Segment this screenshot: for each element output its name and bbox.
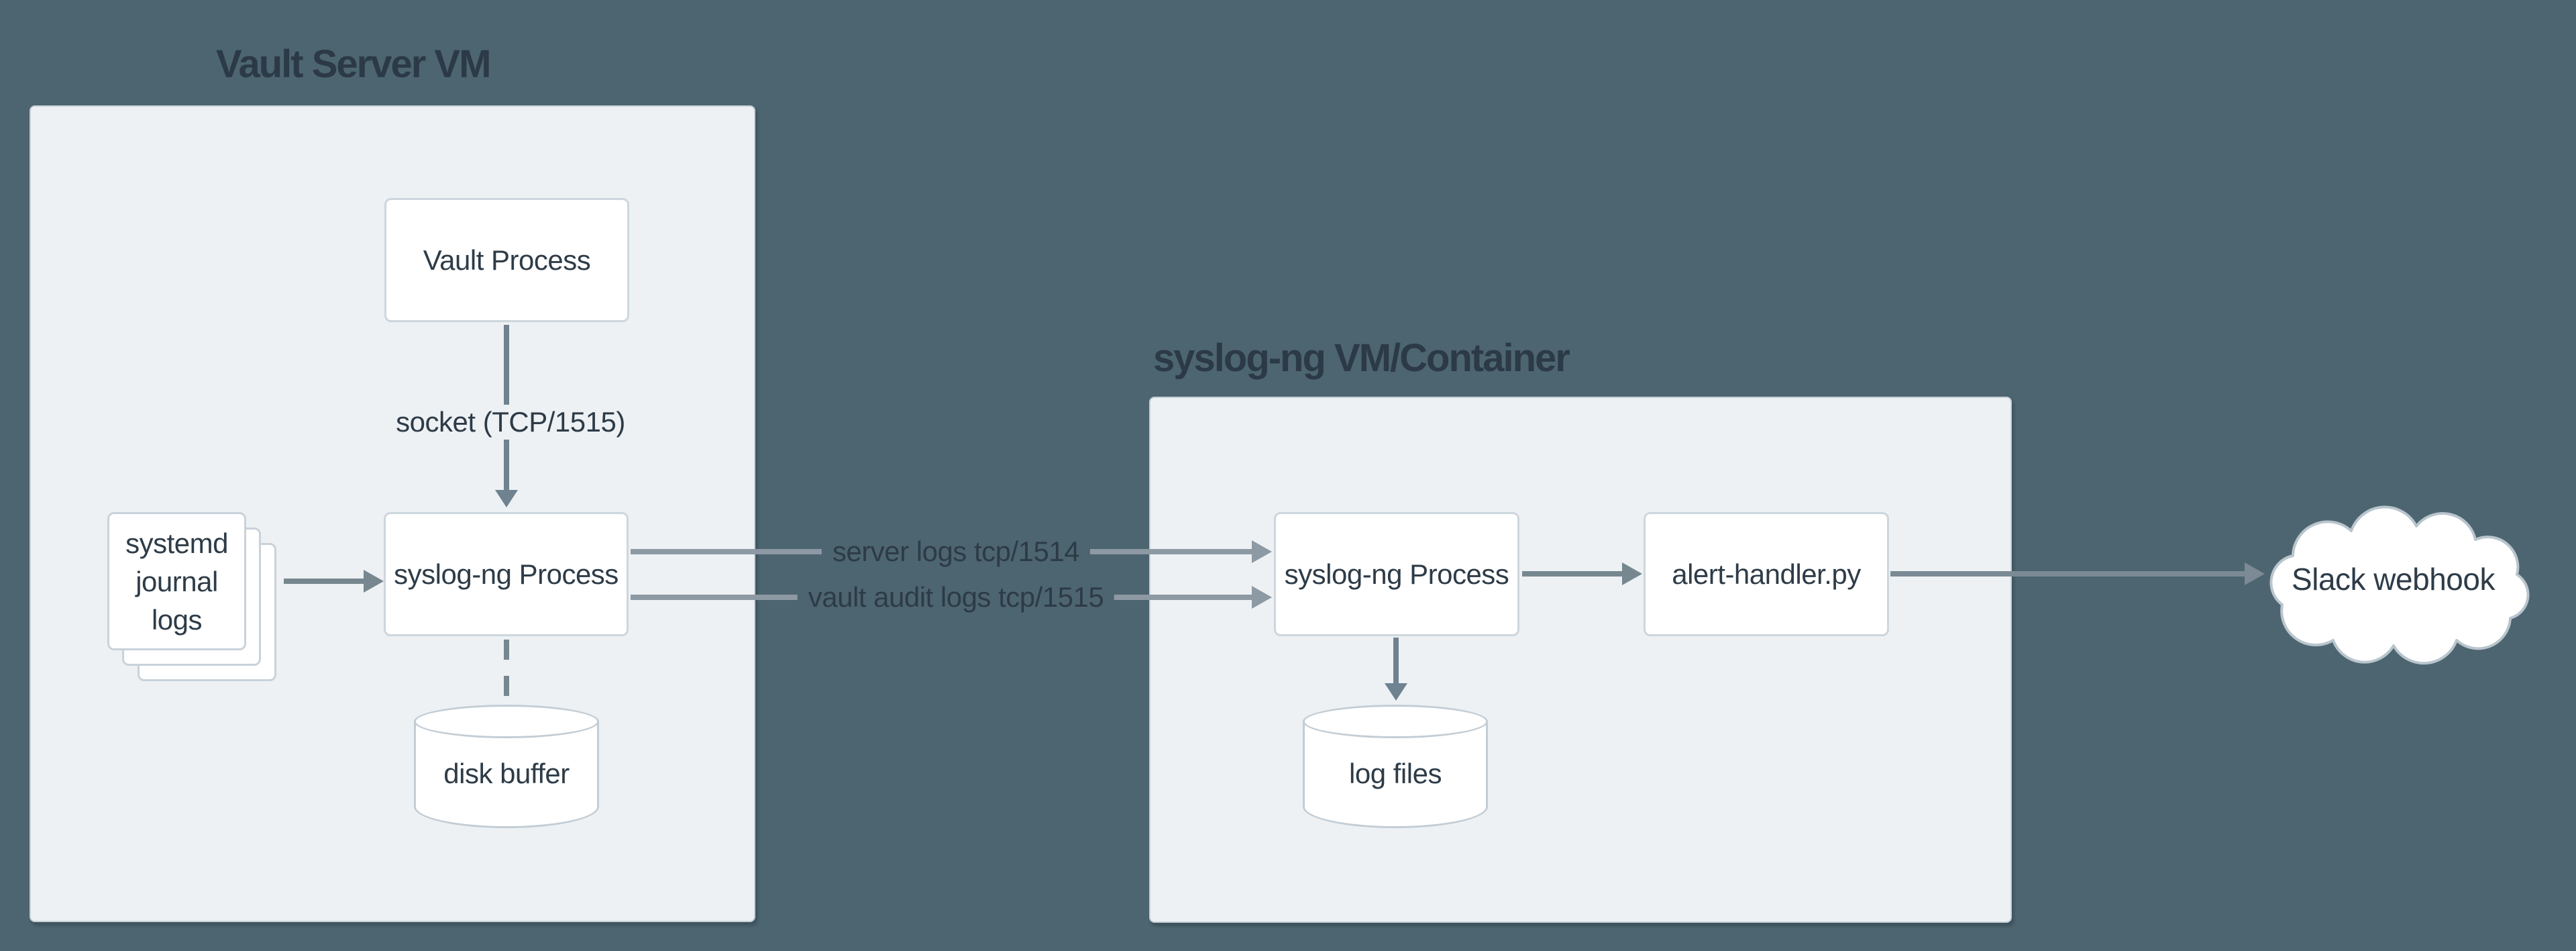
node-vault-process: Vault Process bbox=[384, 198, 629, 322]
journal-page-front-icon: systemd journal logs bbox=[107, 512, 246, 650]
node-slack-webhook: Slack webhook bbox=[2234, 492, 2553, 670]
edge-label-vault-audit-logs: vault audit logs tcp/1515 bbox=[797, 580, 1115, 615]
node-disk-buffer: disk buffer bbox=[414, 705, 599, 828]
journal-label-line1: systemd bbox=[125, 527, 228, 559]
edge-label-server-logs: server logs tcp/1514 bbox=[821, 534, 1091, 569]
node-alert-handler-label: alert-handler.py bbox=[1672, 558, 1861, 590]
cloud-icon bbox=[2269, 505, 2530, 665]
arrow-syslog-to-alert-handler bbox=[1522, 571, 1622, 577]
disk-buffer-cylinder-top bbox=[414, 705, 599, 738]
arrow-alert-handler-to-slack bbox=[1890, 571, 2245, 577]
node-syslog-ng-process-right: syslog-ng Process bbox=[1274, 512, 1519, 636]
node-log-files-label: log files bbox=[1349, 758, 1442, 789]
node-slack-webhook-label: Slack webhook bbox=[2292, 562, 2495, 597]
node-syslog-ng-process-left: syslog-ng Process bbox=[384, 512, 629, 636]
arrow-journal-to-syslog bbox=[284, 579, 364, 584]
journal-label-line3: logs bbox=[151, 603, 203, 636]
node-disk-buffer-label: disk buffer bbox=[443, 758, 570, 789]
node-alert-handler: alert-handler.py bbox=[1644, 512, 1889, 636]
group-title-vault-server-vm: Vault Server VM bbox=[216, 42, 491, 86]
group-title-syslog-ng-vm-container: syslog-ng VM/Container bbox=[1153, 336, 1570, 380]
node-syslog-ng-process-right-label: syslog-ng Process bbox=[1284, 558, 1509, 590]
node-systemd-journal-logs: systemd journal logs bbox=[107, 512, 278, 683]
arrow-syslog-to-log-files bbox=[1393, 638, 1399, 683]
log-files-cylinder-top bbox=[1303, 705, 1488, 738]
log-files-cylinder-body: log files bbox=[1303, 721, 1488, 828]
node-log-files: log files bbox=[1303, 705, 1488, 828]
node-systemd-journal-logs-label: systemd journal logs bbox=[109, 514, 244, 648]
group-box-syslog-ng-vm-container bbox=[1149, 397, 2012, 923]
disk-buffer-cylinder-body: disk buffer bbox=[414, 721, 599, 828]
dashed-line-syslog-to-disk-buffer bbox=[504, 640, 509, 699]
node-vault-process-label: Vault Process bbox=[423, 244, 591, 276]
edge-label-socket: socket (TCP/1515) bbox=[385, 405, 636, 440]
journal-label-line2: journal bbox=[136, 565, 218, 597]
node-syslog-ng-process-left-label: syslog-ng Process bbox=[394, 558, 619, 590]
